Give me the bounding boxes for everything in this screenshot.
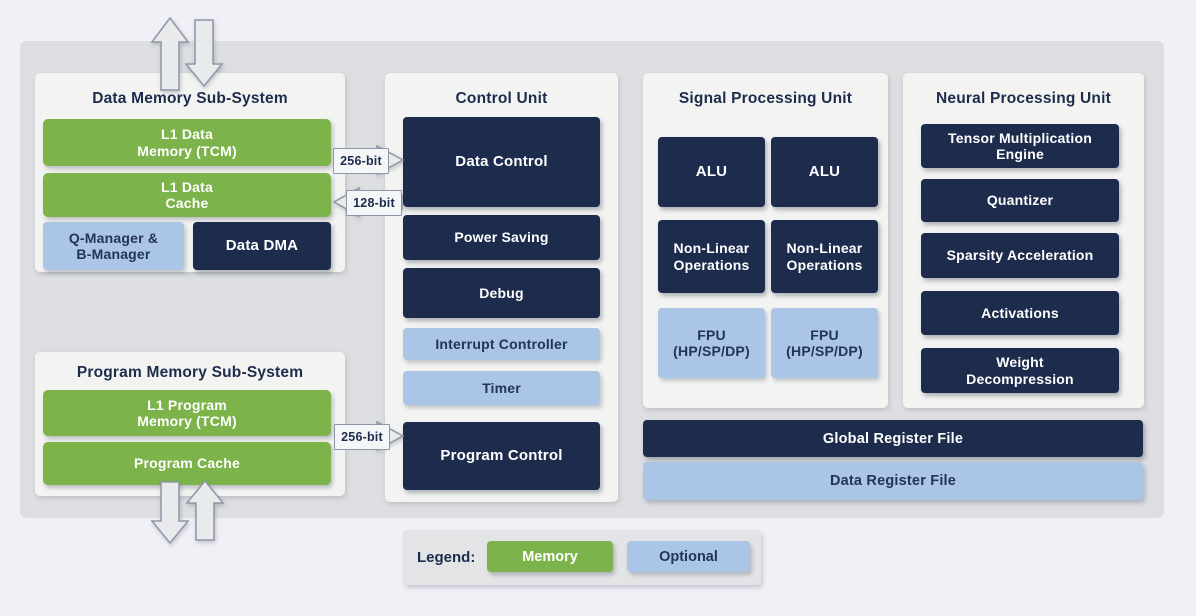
fpu-1-line1: FPU xyxy=(697,326,726,343)
weight-decompression-block: Weight Decompression xyxy=(921,348,1119,393)
q-manager-line1: Q-Manager & xyxy=(68,229,159,246)
alu-block-2: ALU xyxy=(771,137,878,207)
legend-memory-text: Memory xyxy=(522,548,578,565)
nonlinear-2-line1: Non-Linear xyxy=(786,240,863,257)
l1-program-memory-line2: Memory (TCM) xyxy=(137,413,237,429)
data-256bit-label: 256-bit xyxy=(333,148,389,174)
l1-data-cache-block: L1 Data Cache xyxy=(43,173,331,217)
neural-processing-unit-title: Neural Processing Unit xyxy=(936,90,1111,107)
alu-2-label: ALU xyxy=(808,163,841,181)
l1-data-cache-line1: L1 Data xyxy=(161,178,213,195)
interrupt-controller-block: Interrupt Controller xyxy=(403,328,600,360)
nonlinear-2-line2: Operations xyxy=(786,256,863,273)
l1-data-cache-line2: Cache xyxy=(165,195,209,211)
interrupt-controller-label: Interrupt Controller xyxy=(435,335,568,352)
data-register-file-label: Data Register File xyxy=(829,473,957,489)
l1-program-memory-line1: L1 Program xyxy=(147,396,227,413)
l1-program-memory-block: L1 Program Memory (TCM) xyxy=(43,390,331,436)
legend-memory-swatch: Memory xyxy=(487,541,613,572)
nonlinear-operations-block-1: Non-Linear Operations xyxy=(658,220,765,293)
weight-decompression-line1: Weight xyxy=(996,354,1044,371)
program-memory-subsystem-title: Program Memory Sub-System xyxy=(76,364,304,381)
nonlinear-operations-block-2: Non-Linear Operations xyxy=(771,220,878,293)
fpu-block-2: FPU (HP/SP/DP) xyxy=(771,308,878,378)
l1-data-memory-block: L1 Data Memory (TCM) xyxy=(43,119,331,166)
fpu-1-line2: (HP/SP/DP) xyxy=(673,343,750,359)
timer-label: Timer xyxy=(482,379,521,396)
activations-label: Activations xyxy=(981,304,1059,321)
signal-processing-unit-title: Signal Processing Unit xyxy=(678,90,853,107)
data-memory-subsystem-title: Data Memory Sub-System xyxy=(92,90,288,107)
data-control-block: Data Control xyxy=(403,117,600,207)
timer-block: Timer xyxy=(403,371,600,405)
bus-up-arrow-icon xyxy=(150,16,224,91)
q-manager-line2: B-Manager xyxy=(76,246,151,262)
program-control-block: Program Control xyxy=(403,422,600,490)
global-register-file-bar: Global Register File xyxy=(643,420,1143,457)
alu-block-1: ALU xyxy=(658,137,765,207)
legend-optional-swatch: Optional xyxy=(627,541,750,572)
sparsity-label: Sparsity Acceleration xyxy=(946,247,1094,264)
data-128bit-text: 128-bit xyxy=(353,196,395,210)
power-saving-label: Power Saving xyxy=(454,229,549,246)
debug-label: Debug xyxy=(479,284,524,301)
tensor-engine-line1: Tensor Multiplication xyxy=(948,129,1092,146)
nonlinear-1-line1: Non-Linear xyxy=(673,240,750,257)
program-256bit-text: 256-bit xyxy=(341,430,383,444)
program-control-label: Program Control xyxy=(440,447,563,465)
tensor-multiplication-engine-block: Tensor Multiplication Engine xyxy=(921,124,1119,168)
legend-title-text: Legend: xyxy=(417,549,476,566)
quantizer-label: Quantizer xyxy=(986,192,1054,209)
debug-block: Debug xyxy=(403,268,600,318)
q-manager-block: Q-Manager & B-Manager xyxy=(43,222,184,270)
sparsity-acceleration-block: Sparsity Acceleration xyxy=(921,233,1119,278)
power-saving-block: Power Saving xyxy=(403,215,600,260)
control-unit-title: Control Unit xyxy=(455,90,548,107)
data-dma-label: Data DMA xyxy=(225,237,299,255)
program-cache-label: Program Cache xyxy=(133,455,241,472)
fpu-2-line2: (HP/SP/DP) xyxy=(786,343,863,359)
data-128bit-label: 128-bit xyxy=(346,190,402,216)
l1-data-memory-line2: Memory (TCM) xyxy=(137,142,237,159)
l1-data-memory-line1: L1 Data xyxy=(161,126,213,143)
legend-optional-text: Optional xyxy=(659,548,718,565)
alu-1-label: ALU xyxy=(695,163,728,181)
data-control-label: Data Control xyxy=(455,153,548,171)
tensor-engine-line2: Engine xyxy=(996,146,1044,162)
legend-title: Legend: xyxy=(417,530,475,585)
weight-decompression-line2: Decompression xyxy=(966,370,1074,387)
data-register-file-bar: Data Register File xyxy=(643,462,1143,500)
program-cache-block: Program Cache xyxy=(43,442,331,485)
nonlinear-1-line2: Operations xyxy=(673,256,750,273)
quantizer-block: Quantizer xyxy=(921,179,1119,222)
fpu-2-line1: FPU xyxy=(810,326,839,343)
fpu-block-1: FPU (HP/SP/DP) xyxy=(658,308,765,378)
program-256bit-label: 256-bit xyxy=(334,424,390,450)
activations-block: Activations xyxy=(921,291,1119,335)
global-register-file-label: Global Register File xyxy=(822,430,964,447)
program-bus-arrows-icon xyxy=(150,479,225,545)
data-dma-block: Data DMA xyxy=(193,222,331,270)
data-256bit-text: 256-bit xyxy=(340,154,382,168)
